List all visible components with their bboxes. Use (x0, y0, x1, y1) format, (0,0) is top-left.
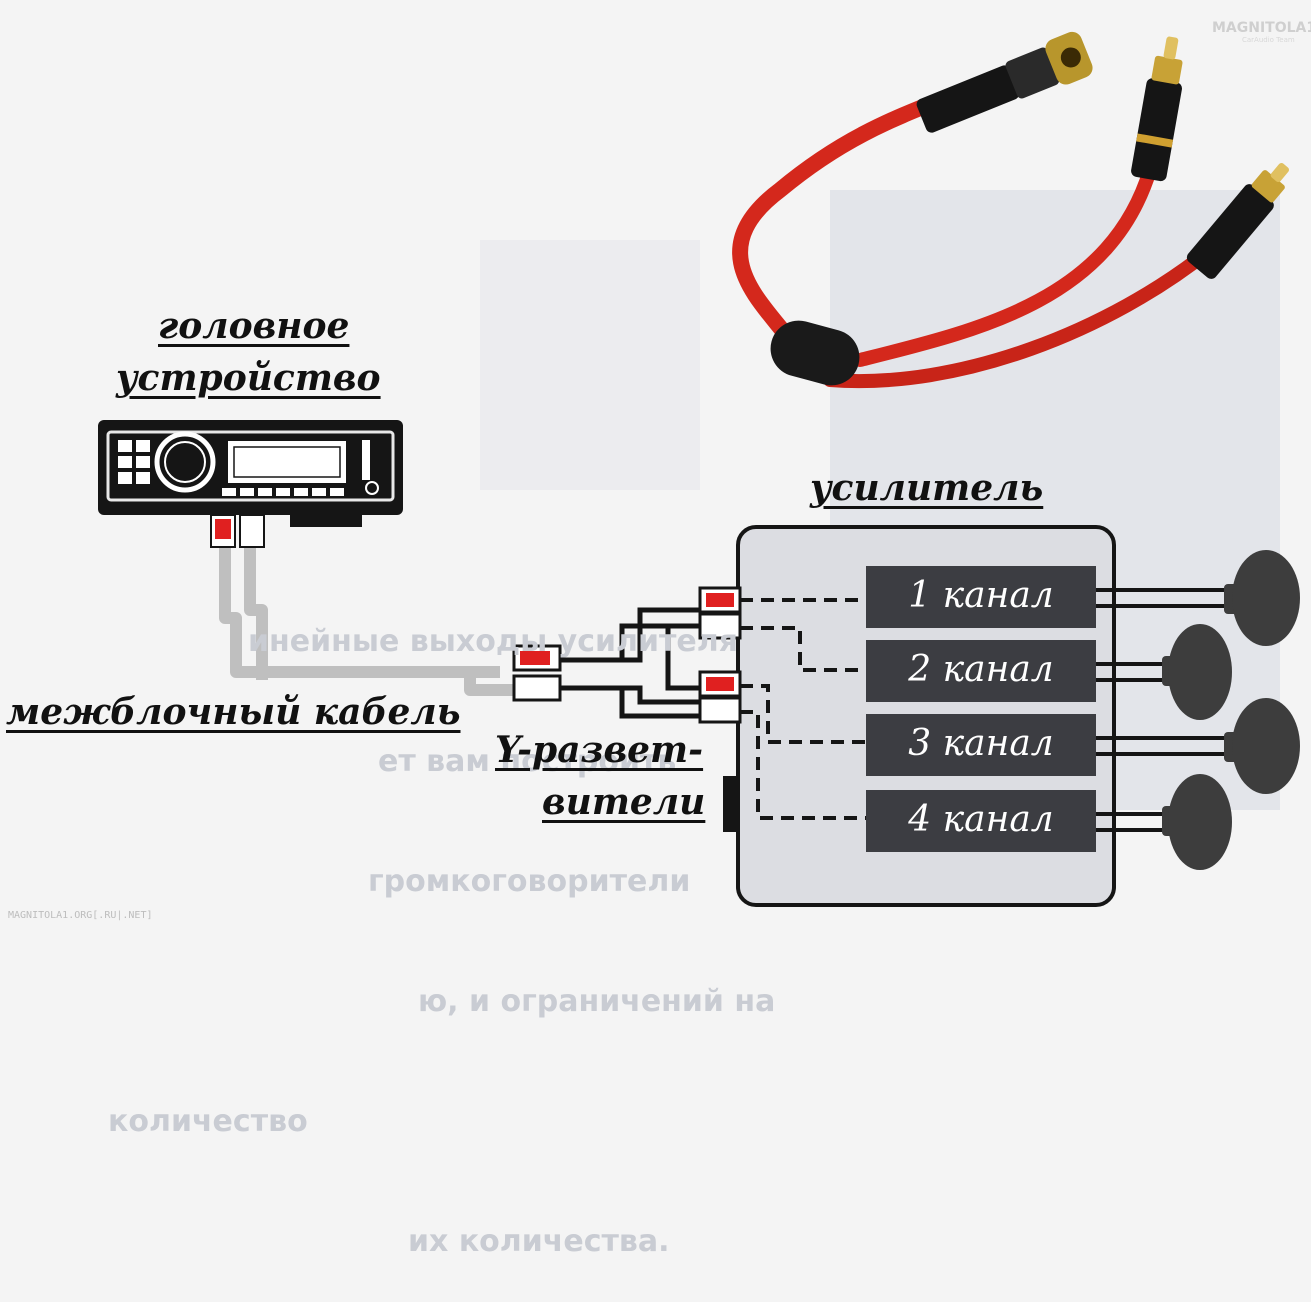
amplifier-label: усилитель (810, 467, 1044, 509)
watermark: MAGNITOLA1.ORG[.RU|.NET] (8, 910, 153, 921)
rca-y-cable-photo (732, 31, 1290, 388)
background-print-line: инейные выходы усилителя (248, 624, 738, 659)
y-splitter-label-line2: вители (542, 781, 706, 823)
channel-2-label: 2 канал (908, 649, 1054, 690)
y-splitter-cables (560, 607, 700, 719)
channel-3-label: 3 канал (908, 723, 1054, 764)
internal-signal-routes (740, 598, 866, 820)
interconnect-cable-label: межблочный кабель (6, 691, 461, 733)
speakers (1162, 550, 1300, 870)
background-print-line: их количества. (408, 1224, 670, 1259)
channel-4-label: 4 канал (908, 799, 1054, 840)
red-cable-to-female (732, 92, 948, 348)
channel-3-box (866, 714, 1096, 776)
background-print-line: ет вам построить (378, 744, 677, 779)
brand-logo: MAGNITOLA1 CarAudio Team (1212, 20, 1311, 44)
amplifier-rca-inputs (698, 586, 742, 724)
channel-2-box (866, 640, 1096, 702)
speaker-4 (1162, 774, 1232, 870)
male-rca-plug-1 (1131, 36, 1183, 182)
female-rca-plug (916, 31, 1093, 133)
amplifier-side-tab (723, 776, 740, 832)
red-cable-to-male-2 (823, 243, 1217, 388)
channel-1-label: 1 канал (908, 575, 1054, 616)
channel-1-box (866, 566, 1096, 628)
volume-knob (154, 431, 216, 493)
male-rca-plug-2 (1186, 162, 1290, 279)
background-print-line: громкоговорители (368, 864, 691, 899)
amplifier (698, 525, 1116, 907)
interconnect-cable (219, 545, 520, 696)
background-print-line: количество (108, 1104, 308, 1139)
diagram-scene (98, 31, 1300, 907)
speaker-3 (1224, 698, 1300, 794)
brand-name: MAGNITOLA1 (1212, 20, 1311, 36)
speaker-2 (1162, 624, 1232, 720)
y-splitter-plugs (512, 644, 562, 702)
head-unit-rca-outputs (210, 514, 265, 548)
background-print: инейные выходы усилителя ет вам построит… (108, 542, 775, 1302)
channel-4-box (866, 790, 1096, 852)
head-unit (98, 420, 403, 527)
y-splitter-label-line1: Y-развет- (495, 729, 704, 771)
background-panel-left (480, 240, 700, 490)
ferrite-bead (770, 320, 860, 386)
speaker-1 (1224, 550, 1300, 646)
background-print-line: ю, и ограничений на (418, 984, 776, 1019)
head-unit-label-line1: головное (158, 305, 350, 347)
brand-subtitle: CarAudio Team (1242, 36, 1295, 44)
red-cable-to-male-1 (853, 163, 1157, 367)
head-unit-display (228, 441, 346, 483)
head-unit-label-line2: устройство (116, 357, 381, 399)
